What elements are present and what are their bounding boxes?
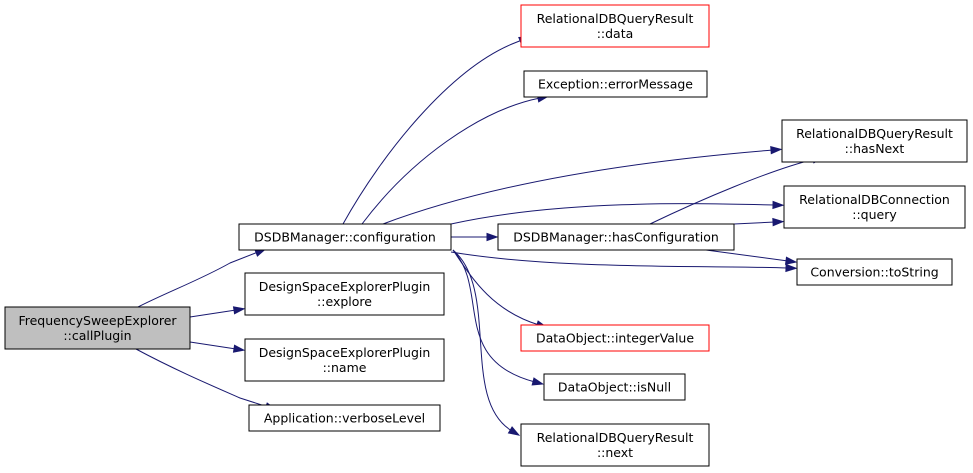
edge-line bbox=[135, 251, 259, 309]
arrow-head-icon bbox=[784, 256, 798, 265]
node-label: ::explore bbox=[317, 294, 372, 309]
node-label: DataObject::isNull bbox=[558, 380, 671, 395]
edge-line bbox=[342, 39, 523, 225]
arrow-head-icon bbox=[770, 146, 783, 155]
edge-line bbox=[135, 348, 269, 408]
node-name[interactable]: DesignSpaceExplorerPlugin::name bbox=[244, 338, 445, 382]
node-box bbox=[244, 272, 445, 316]
edge-line bbox=[452, 249, 513, 432]
node-box bbox=[520, 4, 710, 48]
node-next[interactable]: RelationalDBQueryResult::next bbox=[520, 423, 710, 467]
node-box bbox=[781, 119, 968, 163]
node-label: RelationalDBQueryResult bbox=[537, 430, 694, 445]
node-configuration[interactable]: DSDBManager::configuration bbox=[238, 223, 452, 251]
call-nodes: FrequencySweepExplorer::callPlugin DSDBMa… bbox=[4, 4, 968, 467]
node-label: DesignSpaceExplorerPlugin bbox=[259, 345, 431, 360]
edge-callplugin-to-name bbox=[189, 341, 246, 353]
node-box bbox=[796, 258, 953, 286]
node-box bbox=[497, 223, 735, 251]
node-hasnext[interactable]: RelationalDBQueryResult::hasNext bbox=[781, 119, 968, 163]
node-box bbox=[523, 70, 708, 98]
node-label: ::data bbox=[597, 26, 634, 41]
node-errormessage[interactable]: Exception::errorMessage bbox=[523, 70, 708, 98]
edge-hasconfiguration-to-query bbox=[733, 217, 785, 227]
arrow-head-icon bbox=[772, 200, 785, 210]
edge-configuration-to-hasconfiguration bbox=[451, 232, 499, 242]
edge-line bbox=[361, 97, 541, 225]
edge-configuration-to-next bbox=[452, 249, 521, 436]
node-label: ::name bbox=[323, 360, 367, 375]
arrow-head-icon bbox=[507, 426, 521, 436]
edge-configuration-to-query bbox=[450, 200, 785, 225]
arrow-head-icon bbox=[232, 306, 246, 315]
arrow-head-icon bbox=[486, 232, 499, 242]
edge-line bbox=[452, 249, 536, 383]
node-label: FrequencySweepExplorer bbox=[18, 313, 177, 328]
node-box bbox=[4, 306, 191, 350]
node-isnull[interactable]: DataObject::isNull bbox=[543, 373, 686, 401]
node-verboselevel[interactable]: Application::verboseLevel bbox=[248, 404, 441, 432]
edge-line bbox=[450, 203, 776, 225]
node-label: RelationalDBConnection bbox=[799, 192, 950, 207]
node-explore[interactable]: DesignSpaceExplorerPlugin::explore bbox=[244, 272, 445, 316]
edge-line bbox=[705, 249, 789, 262]
node-label: RelationalDBQueryResult bbox=[796, 126, 953, 141]
node-label: Application::verboseLevel bbox=[264, 411, 425, 426]
node-box bbox=[238, 223, 452, 251]
node-box bbox=[248, 404, 441, 432]
node-box bbox=[520, 324, 710, 352]
node-box bbox=[783, 185, 966, 229]
node-label: ::hasNext bbox=[845, 141, 905, 156]
edge-configuration-to-hasnext bbox=[382, 146, 783, 225]
edge-line bbox=[452, 249, 540, 326]
edge-line bbox=[189, 309, 237, 318]
edge-configuration-to-data bbox=[342, 36, 531, 225]
node-label: RelationalDBQueryResult bbox=[537, 11, 694, 26]
edge-line bbox=[450, 251, 789, 269]
node-label: Exception::errorMessage bbox=[538, 77, 693, 92]
edge-line bbox=[382, 149, 774, 225]
node-label: Conversion::toString bbox=[810, 265, 938, 280]
edge-hasconfiguration-to-tostring bbox=[705, 249, 798, 265]
node-label: DataObject::integerValue bbox=[536, 331, 694, 346]
arrow-head-icon bbox=[772, 217, 785, 227]
node-callplugin: FrequencySweepExplorer::callPlugin bbox=[4, 306, 191, 350]
arrow-head-icon bbox=[785, 263, 798, 273]
edge-configuration-to-tostring bbox=[450, 251, 798, 273]
node-integervalue[interactable]: DataObject::integerValue bbox=[520, 324, 710, 352]
arrow-head-icon bbox=[232, 344, 246, 353]
arrow-head-icon bbox=[531, 377, 545, 386]
node-label: ::next bbox=[597, 445, 633, 460]
node-label: ::query bbox=[852, 207, 897, 222]
node-data[interactable]: RelationalDBQueryResult::data bbox=[520, 4, 710, 48]
edge-line bbox=[649, 158, 816, 225]
node-box bbox=[244, 338, 445, 382]
edge-line bbox=[189, 341, 237, 350]
node-label: DSDBManager::hasConfiguration bbox=[513, 230, 719, 245]
edge-configuration-to-errormessage bbox=[361, 94, 550, 225]
edge-callplugin-to-explore bbox=[189, 306, 246, 318]
node-box bbox=[520, 423, 710, 467]
node-box bbox=[543, 373, 686, 401]
node-label: DesignSpaceExplorerPlugin bbox=[259, 279, 431, 294]
node-tostring[interactable]: Conversion::toString bbox=[796, 258, 953, 286]
edge-line bbox=[733, 221, 776, 225]
node-label: DSDBManager::configuration bbox=[254, 230, 436, 245]
node-label: ::callPlugin bbox=[63, 328, 131, 343]
node-hasconfiguration[interactable]: DSDBManager::hasConfiguration bbox=[497, 223, 735, 251]
node-query[interactable]: RelationalDBConnection::query bbox=[783, 185, 966, 229]
edge-configuration-to-isnull bbox=[452, 249, 545, 386]
